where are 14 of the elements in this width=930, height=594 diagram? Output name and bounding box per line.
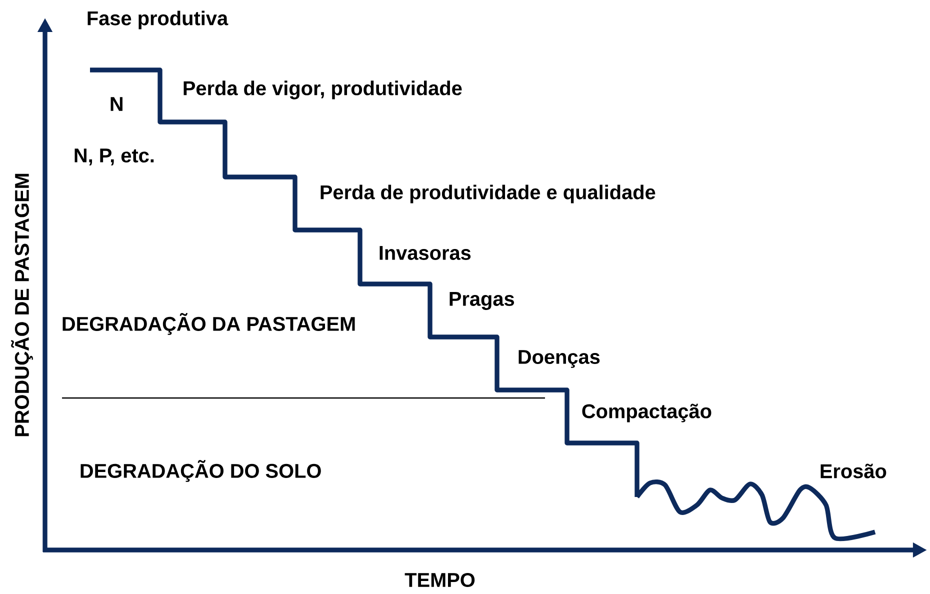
text-label: Invasoras	[380, 246, 471, 260]
text-label: Doenças	[518, 350, 600, 368]
text-label: DEGRADAÇÃO DA PASTAGEM	[62, 313, 355, 335]
text-label: N, P, etc.	[74, 148, 154, 166]
text-label: Compactação	[582, 404, 712, 422]
text-label: DEGRADAÇÃO DO SOLO	[80, 460, 321, 482]
text-label: Fase produtiva	[88, 10, 228, 30]
axis-title: PRODUÇÃO DE PASTAGEM	[11, 174, 33, 436]
text-label: N	[110, 97, 122, 111]
axis-title: TEMPO	[404, 572, 475, 588]
text-label: Perda de produtividade e qualidade	[320, 184, 656, 204]
text-label: Perda de vigor, produtividade	[184, 80, 462, 100]
text-label: Pragas	[450, 292, 514, 310]
text-label: Erosão	[820, 464, 886, 478]
